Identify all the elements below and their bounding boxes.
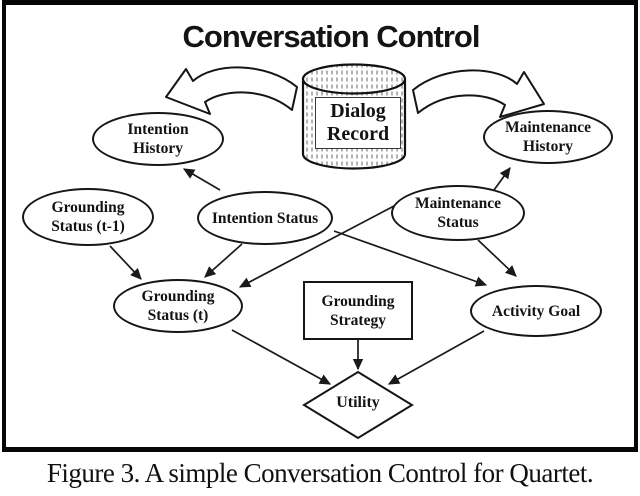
node-grounding-status-t1: Grounding Status (t-1) [22, 188, 154, 246]
node-label: History [523, 138, 573, 155]
node-grounding-strategy: Grounding Strategy [303, 281, 413, 340]
node-label: Dialog [330, 100, 386, 122]
node-intention-history: Intention History [92, 112, 224, 166]
node-intention-status: Intention Status [197, 191, 333, 245]
node-maintenance-history: Maintenance History [483, 110, 613, 164]
node-maintenance-status: Maintenance Status [391, 185, 525, 241]
diagram-title: Conversation Control [182, 19, 481, 54]
node-label: Status [437, 214, 479, 231]
figure-caption: Figure 3. A simple Conversation Control … [46, 458, 594, 488]
node-label: Grounding [321, 292, 395, 310]
node-label: Grounding [51, 199, 125, 216]
node-utility-shape [302, 370, 414, 440]
node-label: Intention [127, 121, 189, 138]
node-label: Status (t) [147, 307, 209, 324]
node-label: History [133, 140, 183, 157]
curved-arrow-left-icon [165, 66, 298, 115]
node-label: Grounding [141, 288, 215, 305]
node-grounding-status-t: Grounding Status (t) [113, 279, 243, 333]
node-label: Status (t-1) [51, 218, 125, 235]
node-label: Intention Status [211, 209, 319, 227]
node-dialog-record: Dialog Record [315, 97, 401, 149]
node-label: Record [326, 123, 390, 145]
node-label: Strategy [330, 311, 386, 329]
node-label: Maintenance [414, 195, 502, 212]
node-label: Activity Goal [491, 302, 581, 320]
curved-arrow-right-icon [412, 69, 545, 118]
diagram-edges [109, 167, 517, 385]
node-label: Maintenance [504, 119, 592, 136]
node-activity-goal: Activity Goal [470, 285, 602, 337]
node-utility-label: Utility [336, 394, 380, 411]
